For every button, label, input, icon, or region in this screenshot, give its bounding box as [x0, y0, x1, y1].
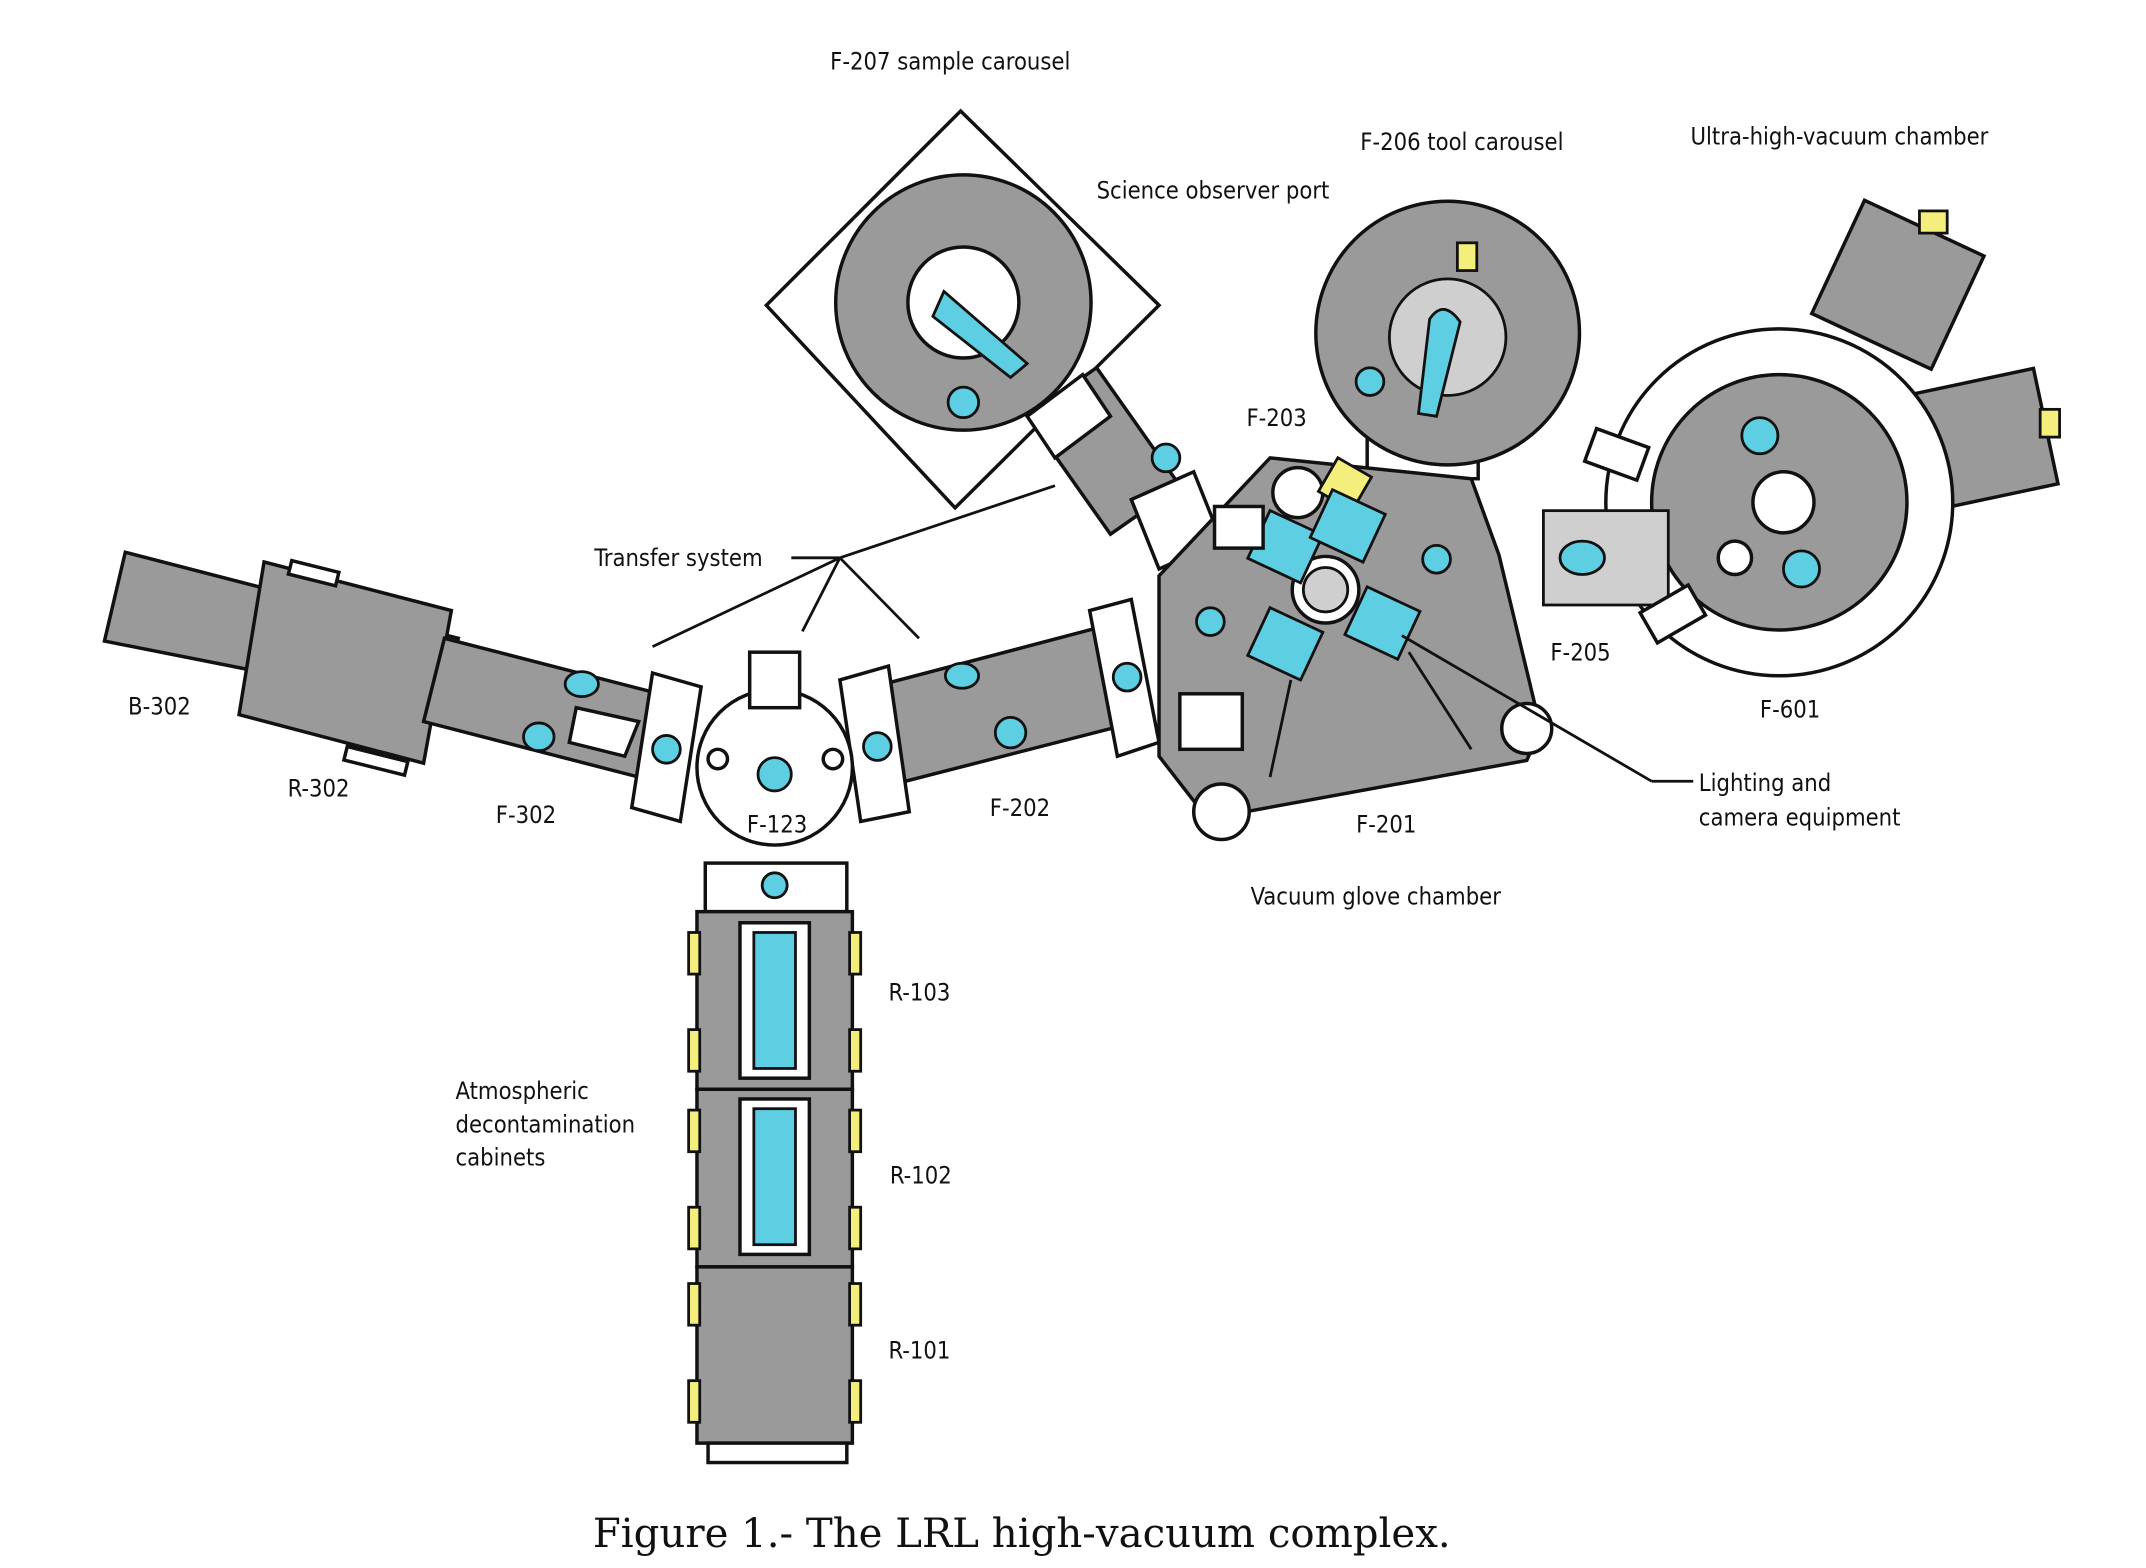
f206-carousel: [1314, 199, 1582, 481]
label-atmo-1: Atmospheric: [456, 1077, 589, 1105]
label-science-port: Science observer port: [1097, 176, 1330, 204]
f123-hub: [695, 650, 855, 847]
label-lighting-2: camera equipment: [1699, 804, 1901, 832]
label-r302: R-302: [288, 774, 350, 802]
label-b302: B-302: [128, 693, 191, 721]
label-transfer: Transfer system: [593, 544, 762, 572]
cabinets: [687, 861, 863, 1465]
label-f201: F-201: [1356, 811, 1416, 839]
label-glove: Vacuum glove chamber: [1251, 883, 1502, 911]
label-atmo-2: decontamination: [456, 1110, 636, 1138]
f601-uhv-chamber: [1542, 198, 2061, 678]
label-uhv: Ultra-high-vacuum chamber: [1690, 122, 1988, 150]
label-f203: F-203: [1246, 404, 1306, 432]
label-f601: F-601: [1760, 695, 1820, 723]
figure-caption: Figure 1.- The LRL high-vacuum complex.: [593, 1511, 1451, 1557]
f202-arm: [837, 597, 1162, 824]
leader-lines: [651, 484, 1694, 783]
label-f123: F-123: [747, 811, 807, 839]
b302-arm: [102, 550, 704, 824]
label-lighting-1: Lighting and: [1699, 769, 1831, 797]
f207-carousel: [763, 108, 1224, 572]
label-r101: R-101: [888, 1336, 950, 1364]
label-atmo-3: cabinets: [456, 1144, 546, 1172]
label-r103: R-103: [888, 978, 950, 1006]
label-f205: F-205: [1550, 639, 1610, 667]
label-f206: F-206 tool carousel: [1360, 128, 1563, 156]
label-f207: F-207 sample carousel: [830, 47, 1070, 75]
label-f202: F-202: [990, 794, 1050, 822]
label-r102: R-102: [890, 1162, 952, 1190]
f201-glove-chamber: [1157, 455, 1554, 842]
label-f302: F-302: [496, 801, 556, 829]
